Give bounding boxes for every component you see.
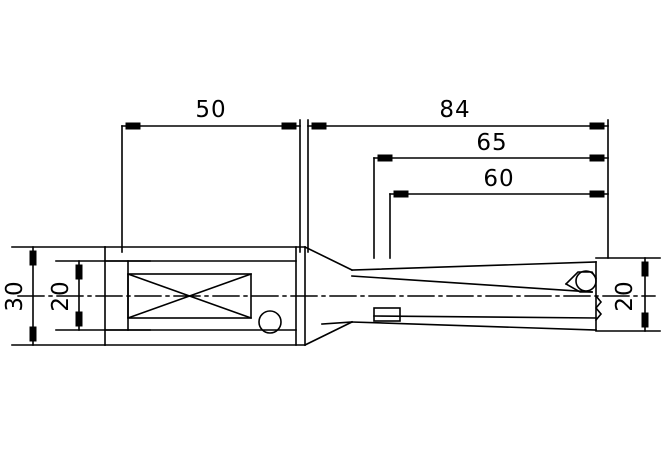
dimension-cutting-diameter [595, 257, 661, 332]
arrow-tick-bottom-20l [75, 311, 83, 327]
insert-pocket-lower-edge [564, 282, 593, 293]
arrow-tick-bottom-30 [29, 326, 37, 342]
flute-land-notch [373, 307, 401, 322]
insert-screw-circle [575, 270, 597, 292]
dimension-label-60: 60 [483, 166, 514, 192]
dimension-label-50: 50 [195, 97, 226, 123]
arrow-tick-left-50 [125, 122, 141, 130]
taper-lower-edge [303, 320, 354, 347]
shank-bore-outline [104, 260, 297, 331]
dimension-label-65: 65 [476, 130, 507, 156]
arrow-tick-left-84 [311, 122, 327, 130]
arrow-tick-top-20r [641, 261, 649, 277]
dimension-label-84: 84 [439, 97, 470, 123]
arrow-tick-top-20l [75, 264, 83, 280]
arrow-tick-right-50 [281, 122, 297, 130]
arrow-tick-top-30 [29, 250, 37, 266]
dimension-flute-plus-tip-length [373, 154, 609, 259]
flute-helix-upper [351, 275, 593, 293]
dimension-overall-projection [307, 119, 609, 259]
taper-upper-edge [303, 245, 354, 272]
arrow-tick-right-60 [589, 190, 605, 198]
arrow-tick-left-60 [393, 190, 409, 198]
helical-flute-lines [351, 275, 597, 322]
arrow-tick-right-84 [589, 122, 605, 130]
flute-helix-lower [373, 315, 597, 319]
taper-transition [303, 245, 354, 347]
taper-lower-inner [321, 321, 353, 325]
flute-body-bottom [351, 321, 597, 331]
tip-chisel-edge [594, 294, 603, 322]
flute-body-top [351, 261, 597, 271]
arrow-tick-right-65 [589, 154, 605, 162]
dimension-flute-length [389, 190, 609, 259]
arrow-tick-left-65 [377, 154, 393, 162]
dimension-shank-length [121, 119, 301, 253]
coolant-hole-circle [258, 310, 282, 334]
tip-edge-detail [594, 294, 603, 322]
arrow-tick-bottom-20r [641, 312, 649, 328]
